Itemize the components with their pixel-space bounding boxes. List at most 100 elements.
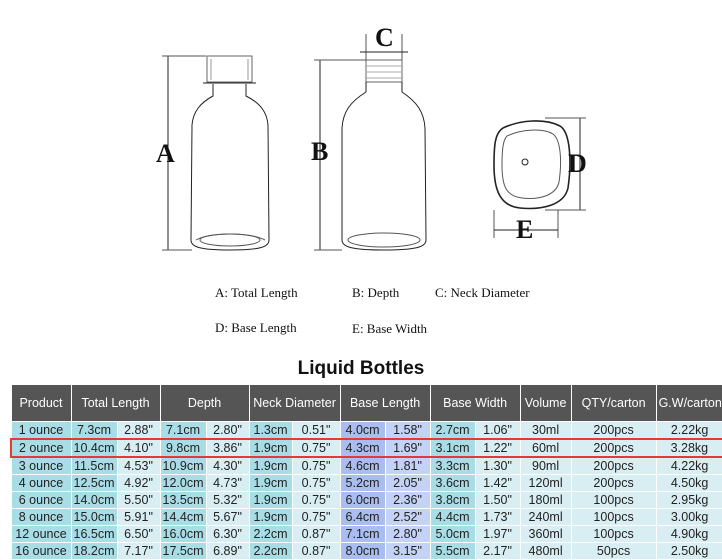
- cell-total-length-cm: 12.5cm: [70, 474, 118, 492]
- cell-total-length-cm: 18.2cm: [70, 542, 118, 560]
- cell-neck-cm: 1.9cm: [248, 508, 293, 526]
- header-depth: Depth: [159, 384, 250, 422]
- dimension-d-line: [545, 117, 586, 211]
- cell-depth-cm: 16.0cm: [159, 525, 207, 543]
- cell-depth-cm: 12.0cm: [159, 474, 207, 492]
- cell-base-width-cm: 3.1cm: [429, 438, 476, 458]
- cell-base-width-inch: 2.17": [474, 542, 521, 560]
- table-title: Liquid Bottles: [297, 358, 425, 379]
- header-base-width: Base Width: [429, 384, 521, 422]
- cell-base-width-cm: 3.8cm: [429, 491, 476, 509]
- cell-base-width-inch: 1.30": [474, 456, 521, 475]
- cell-base-width-cm: 4.4cm: [429, 508, 476, 526]
- cell-depth-cm: 10.9cm: [159, 456, 207, 475]
- cell-depth-cm: 7.1cm: [159, 421, 207, 440]
- cell-base-length-inch: 3.15": [384, 542, 431, 560]
- cell-qty-carton: 200pcs: [570, 421, 657, 440]
- cell-depth-inch: 2.80": [205, 421, 250, 440]
- dimension-a-label: A: [156, 139, 175, 168]
- cell-gross-weight: 2.22kg: [655, 421, 722, 440]
- cell-qty-carton: 200pcs: [570, 456, 657, 475]
- header-qty-carton: QTY/carton: [570, 384, 657, 422]
- cell-total-length-inch: 7.17": [116, 542, 161, 560]
- cell-depth-cm: 14.4cm: [159, 508, 207, 526]
- cell-base-width-inch: 1.42": [474, 474, 521, 492]
- cell-product: 1 ounce: [10, 421, 72, 440]
- cell-depth-inch: 6.89": [205, 542, 250, 560]
- dimension-c-line: [360, 34, 408, 60]
- cell-total-length-cm: 11.5cm: [70, 456, 118, 475]
- cell-base-length-cm: 4.6cm: [339, 456, 386, 475]
- header-base-length: Base Length: [339, 384, 431, 422]
- cell-neck-inch: 0.75": [291, 491, 341, 509]
- cell-base-length-cm: 6.0cm: [339, 491, 386, 509]
- cell-base-width-cm: 2.7cm: [429, 421, 476, 440]
- cell-neck-inch: 0.75": [291, 508, 341, 526]
- cell-base-length-cm: 7.1cm: [339, 525, 386, 543]
- cell-neck-cm: 2.2cm: [248, 542, 293, 560]
- cell-total-length-inch: 5.91": [116, 508, 161, 526]
- cell-volume: 120ml: [519, 474, 572, 492]
- cell-volume: 240ml: [519, 508, 572, 526]
- bottle-front-view: [190, 55, 270, 251]
- cell-gross-weight: 4.90kg: [655, 525, 722, 543]
- cell-neck-cm: 1.9cm: [248, 491, 293, 509]
- cell-base-width-inch: 1.06": [474, 421, 521, 440]
- cell-base-length-inch: 1.58": [384, 421, 431, 440]
- cell-neck-cm: 1.9cm: [248, 474, 293, 492]
- cell-gross-weight: 2.50kg: [655, 542, 722, 560]
- cell-total-length-cm: 14.0cm: [70, 491, 118, 509]
- cell-neck-inch: 0.75": [291, 438, 341, 458]
- cell-product: 12 ounce: [10, 525, 72, 543]
- cell-neck-inch: 0.75": [291, 456, 341, 475]
- cell-base-width-cm: 3.6cm: [429, 474, 476, 492]
- cell-gross-weight: 3.00kg: [655, 508, 722, 526]
- cell-gross-weight: 4.50kg: [655, 474, 722, 492]
- cell-product: 16 ounce: [10, 542, 72, 560]
- cell-product: 6 ounce: [10, 491, 72, 509]
- cell-base-width-inch: 1.97": [474, 525, 521, 543]
- cell-base-length-inch: 1.81": [384, 456, 431, 475]
- cell-base-length-inch: 1.69": [384, 438, 431, 458]
- dimension-b-label: B: [311, 137, 328, 166]
- header-product: Product: [10, 384, 72, 422]
- cell-product: 3 ounce: [10, 456, 72, 475]
- bottle-base-view: [493, 120, 571, 210]
- cell-neck-inch: 0.87": [291, 542, 341, 560]
- bottle-dimension-diagram: A B C D E: [156, 23, 587, 251]
- legend-depth: B: Depth: [352, 285, 400, 300]
- cell-base-length-cm: 4.3cm: [339, 438, 386, 458]
- cell-qty-carton: 200pcs: [570, 474, 657, 492]
- legend-neck-diameter: C: Neck Diameter: [435, 285, 530, 300]
- cell-volume: 180ml: [519, 491, 572, 509]
- cell-depth-inch: 5.32": [205, 491, 250, 509]
- cell-total-length-inch: 4.92": [116, 474, 161, 492]
- cell-base-width-inch: 1.73": [474, 508, 521, 526]
- cell-depth-cm: 17.5cm: [159, 542, 207, 560]
- cell-base-length-inch: 2.80": [384, 525, 431, 543]
- legend-base-width: E: Base Width: [352, 321, 428, 336]
- cell-depth-inch: 6.30": [205, 525, 250, 543]
- legend-total-length: A: Total Length: [215, 285, 298, 300]
- cell-total-length-cm: 7.3cm: [70, 421, 118, 440]
- cell-product: 8 ounce: [10, 508, 72, 526]
- cell-qty-carton: 200pcs: [570, 438, 657, 458]
- cell-neck-cm: 1.9cm: [248, 438, 293, 458]
- cell-base-length-cm: 4.0cm: [339, 421, 386, 440]
- cell-depth-cm: 13.5cm: [159, 491, 207, 509]
- cell-base-length-inch: 2.05": [384, 474, 431, 492]
- cell-depth-cm: 9.8cm: [159, 438, 207, 458]
- cell-product: 4 ounce: [10, 474, 72, 492]
- cell-total-length-cm: 16.5cm: [70, 525, 118, 543]
- dimension-a-line: [162, 55, 206, 251]
- cell-base-width-cm: 5.5cm: [429, 542, 476, 560]
- dimension-c-label: C: [375, 23, 394, 52]
- cell-base-width-inch: 1.22": [474, 438, 521, 458]
